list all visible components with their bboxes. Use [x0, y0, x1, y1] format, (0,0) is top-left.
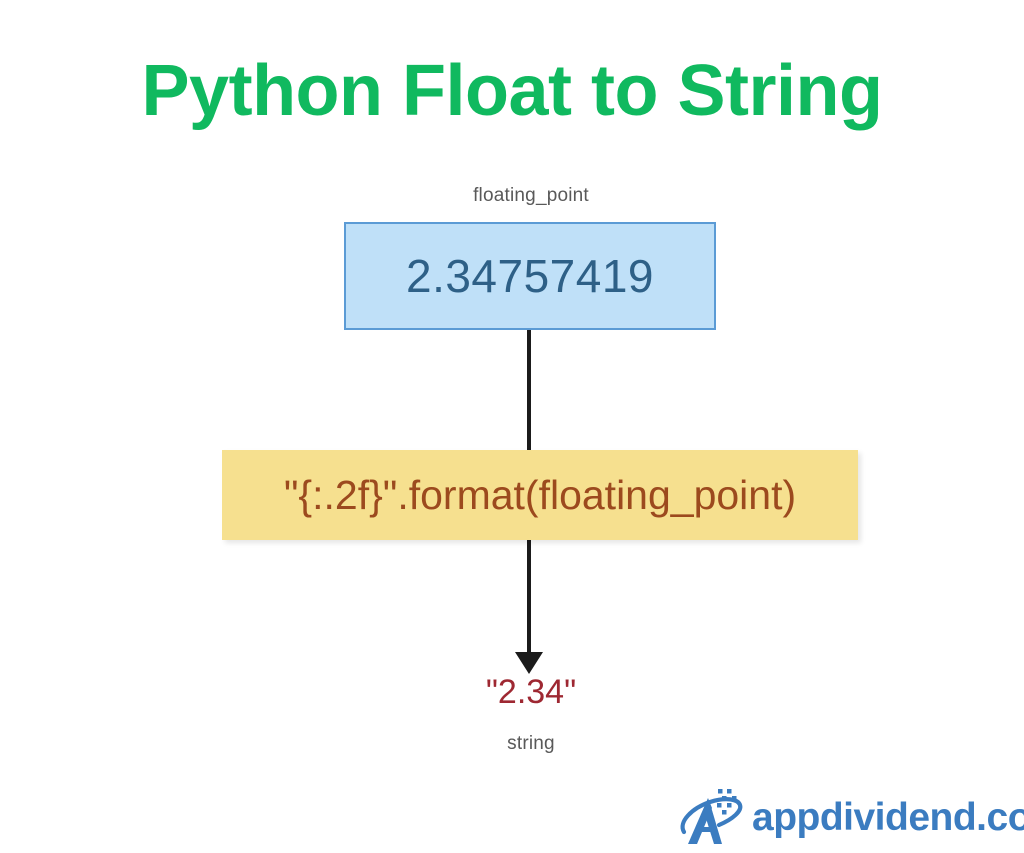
input-value-text: 2.34757419 [405, 250, 655, 302]
output-type-label: string [507, 733, 555, 754]
output-value-text: "2.34" [485, 673, 577, 711]
input-value-box: 2.34757419 [344, 222, 716, 330]
page-title: Python Float to String [141, 51, 883, 131]
appdividend-logo-icon [680, 789, 743, 844]
format-expression-text: "{:.2f}".format(floating_point) [283, 471, 797, 518]
site-logo-text: appdividend.com [752, 795, 1024, 839]
input-variable-label: floating_point [473, 185, 589, 206]
arrow-down-icon [515, 652, 543, 674]
site-logo: appdividend.com [678, 786, 1024, 848]
format-expression-box: "{:.2f}".format(floating_point) [222, 450, 858, 540]
